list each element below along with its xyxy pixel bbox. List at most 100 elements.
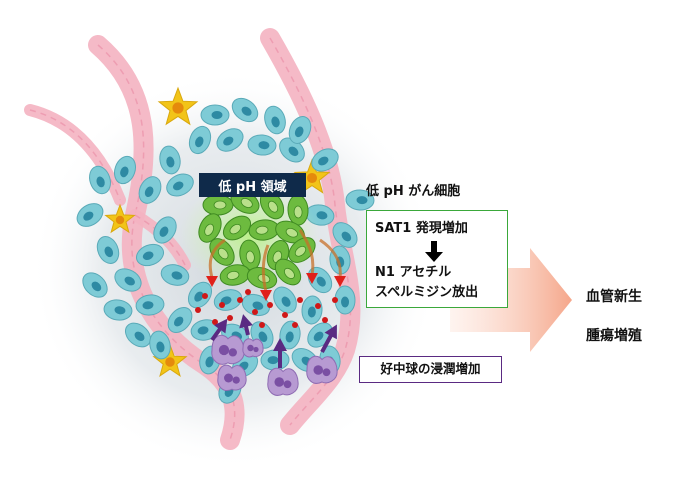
- low-ph-cell-nucleus: [240, 198, 253, 208]
- fibroblast-nucleus: [172, 102, 184, 114]
- tumor-cell-nucleus: [124, 276, 135, 286]
- infiltration-arrowhead: [273, 338, 287, 351]
- release-arrowhead: [206, 276, 218, 287]
- tumor-cell-nucleus: [241, 106, 252, 116]
- low-ph-cancer-cell-title: 低 pH がん細胞: [366, 184, 461, 199]
- tumor-cell-nucleus: [258, 141, 270, 150]
- neutrophil-nucleus: [247, 344, 254, 352]
- tumor-cell-nucleus: [171, 271, 183, 280]
- tumor-cell-nucleus: [134, 331, 145, 341]
- neutrophil-nucleus: [228, 348, 237, 357]
- tumor-cell-nucleus: [281, 296, 291, 307]
- release-arrowhead: [334, 276, 346, 287]
- tumor-cell-nucleus: [294, 126, 304, 138]
- spermidine-dot: [237, 297, 243, 303]
- fibroblast-nucleus: [306, 172, 318, 184]
- tumor-cell-nucleus: [172, 181, 184, 191]
- fibroblasts: [104, 86, 331, 377]
- low-ph-cell-nucleus: [229, 223, 242, 235]
- spermidine-dot: [332, 297, 338, 303]
- neutrophils: [211, 334, 338, 396]
- tumor-cell-nucleus: [159, 226, 169, 237]
- fibroblast-nucleus: [115, 215, 125, 225]
- low-ph-region-label: 低 pH 領域: [199, 173, 306, 197]
- tumor-cell-nucleus: [341, 231, 352, 242]
- neutrophil-infiltration-text: 好中球の浸潤増加: [380, 361, 481, 377]
- spermidine-dot: [267, 302, 273, 308]
- spermidine-dot: [282, 312, 288, 318]
- low-ph-cell-nucleus: [245, 250, 255, 264]
- tumor-cell-nucleus: [142, 251, 154, 260]
- tumor-cell-nucleus: [211, 111, 223, 119]
- tumor-cell-nucleus: [114, 306, 126, 315]
- tumor-cell-nucleus: [271, 116, 280, 128]
- low-ph-cell-nucleus: [283, 267, 295, 279]
- tumor-cell-nucleus: [307, 306, 316, 318]
- spermidine-dot: [219, 302, 225, 308]
- tumor-cell-nucleus: [223, 136, 234, 146]
- neutrophil-nucleus: [322, 368, 331, 377]
- release-arrow: [298, 229, 315, 276]
- low-ph-cell-nucleus: [255, 225, 269, 235]
- tumor-cell-nucleus: [173, 316, 184, 327]
- tumor-cell-nucleus: [166, 156, 175, 168]
- low-ph-cell-nucleus: [217, 247, 229, 260]
- release-arrow: [208, 238, 226, 279]
- neutrophil-nucleus: [274, 377, 285, 387]
- polyamine-release-arrows: [206, 229, 346, 301]
- release-arrowhead: [306, 273, 318, 284]
- sat1-increase-text: SAT1 発現増加: [375, 221, 468, 236]
- tumor-cell-nucleus: [258, 331, 268, 342]
- polyamine-dots: [195, 289, 338, 328]
- tumor-cell-nucleus: [104, 246, 114, 258]
- neutrophil-infiltration-arrows: [210, 314, 337, 368]
- tumor-cell-nucleus: [313, 331, 324, 342]
- tumor-cell-nucleus: [144, 186, 154, 198]
- release-arrow: [319, 238, 342, 279]
- low-ph-cell-nucleus: [226, 270, 240, 280]
- spermidine-dot: [227, 315, 233, 321]
- neutrophil-nucleus: [232, 376, 240, 384]
- tumor-cell-nucleus: [194, 291, 204, 302]
- fibroblast-nucleus: [165, 357, 175, 367]
- spermidine-dot: [322, 317, 328, 323]
- neutrophil-nucleus: [283, 380, 292, 389]
- neutrophil-nucleus: [224, 373, 233, 383]
- low-ph-cell-nucleus: [285, 228, 298, 238]
- tumor-cell-nucleus: [316, 211, 328, 220]
- neutrophil-nucleus: [313, 365, 324, 375]
- sat1-box: SAT1 発現増加 N1 アセチル スペルミジン放出: [366, 210, 508, 308]
- angiogenesis-label: 血管新生: [586, 289, 642, 305]
- tumor-cell-nucleus: [205, 356, 214, 368]
- spermidine-dot: [252, 309, 258, 315]
- infiltration-arrowhead: [324, 324, 337, 340]
- spermidine-dot: [212, 319, 218, 325]
- infiltration-arrowhead: [239, 314, 253, 329]
- spermidine-dot: [297, 297, 303, 303]
- low-ph-cell-nucleus: [213, 200, 227, 210]
- tumor-cell-nucleus: [267, 356, 279, 365]
- tumor-cell-nucleus: [316, 276, 326, 287]
- low-ph-cell-nucleus: [294, 245, 307, 257]
- tumor-cell-nucleus: [91, 281, 102, 292]
- down-arrow-icon: [425, 241, 443, 262]
- neutrophil-nucleus: [218, 344, 230, 356]
- low-ph-cell-nucleus: [268, 200, 279, 213]
- tumor-cell-nucleus: [156, 341, 165, 353]
- tumor-cell-nucleus: [341, 296, 350, 308]
- tumor-cell-nucleus: [252, 301, 264, 310]
- spermidine-dot: [315, 303, 321, 309]
- spermidine-release-text: スペルミジン放出: [375, 285, 479, 300]
- tumor-cell-nucleus: [288, 146, 299, 157]
- tumor-cell-nucleus: [96, 176, 105, 188]
- spermidine-dot: [195, 307, 201, 313]
- low-ph-cell-nucleus: [204, 223, 214, 236]
- tumor-cell-nucleus: [318, 156, 329, 166]
- tumor-cell-nucleus: [195, 136, 204, 148]
- spermidine-dot: [292, 322, 298, 328]
- tumor-cell-nucleus: [142, 301, 154, 310]
- release-arrowhead: [260, 290, 272, 301]
- n1-acetyl-text: N1 アセチル: [375, 265, 452, 280]
- tumor-cell-nucleus: [197, 326, 209, 335]
